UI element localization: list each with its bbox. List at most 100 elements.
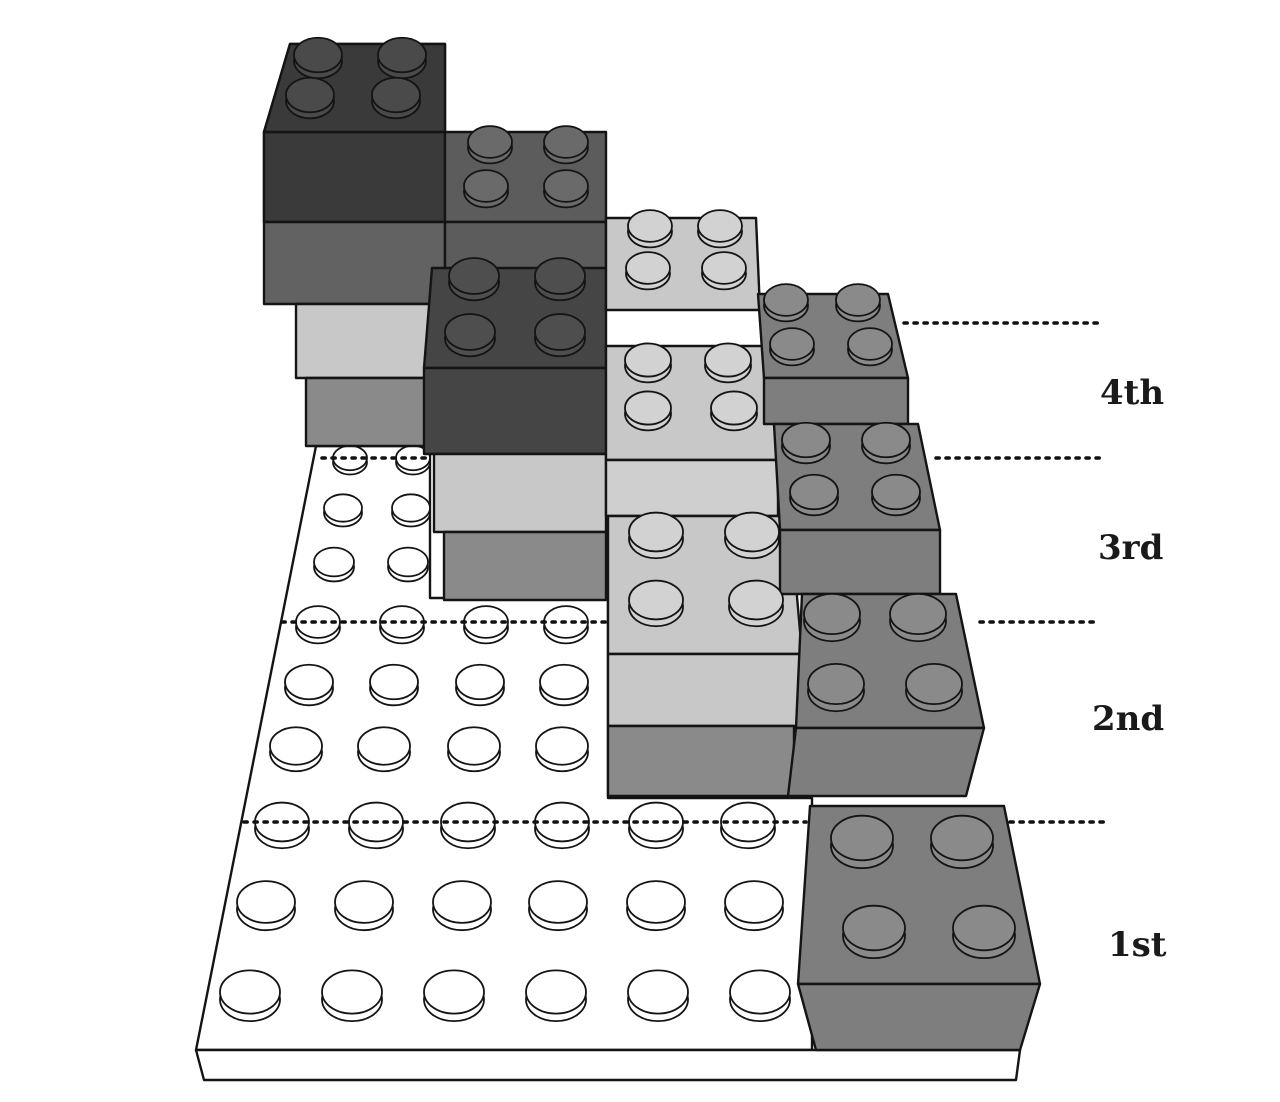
brick-stud bbox=[807, 662, 865, 713]
tier-labels: 4th 3rd 2nd 1st bbox=[1092, 373, 1167, 965]
brick-stud bbox=[543, 125, 589, 165]
baseplate-stud bbox=[254, 801, 310, 850]
tower-top-brick-front bbox=[262, 130, 447, 224]
brick-stud bbox=[830, 814, 894, 870]
tier-label-4th: 4th bbox=[1100, 373, 1164, 413]
brick-stud bbox=[285, 76, 335, 120]
baseplate-front bbox=[194, 1048, 1022, 1082]
baseplate-stud bbox=[295, 605, 341, 645]
baseplate-stud bbox=[357, 726, 411, 773]
brick-stud bbox=[467, 125, 513, 165]
brick-stud bbox=[444, 313, 496, 358]
brick-stud bbox=[628, 579, 684, 628]
baseplate-stud bbox=[628, 801, 684, 850]
col3-low-brick-front bbox=[606, 652, 804, 728]
baseplate-stud bbox=[323, 493, 363, 528]
brick-stud bbox=[871, 473, 921, 517]
tower-light-band bbox=[294, 302, 447, 380]
baseplate-stud bbox=[332, 444, 368, 476]
brick-stud bbox=[861, 421, 911, 465]
baseplate-stud bbox=[334, 880, 394, 932]
baseplate-stud bbox=[379, 605, 425, 645]
brick-stud bbox=[789, 473, 839, 517]
baseplate-studs bbox=[219, 444, 791, 1023]
baseplate-stud bbox=[626, 880, 686, 932]
brick-stud bbox=[701, 251, 747, 291]
brick-stud bbox=[842, 904, 906, 960]
baseplate-stud bbox=[423, 969, 485, 1023]
col3-grey-band bbox=[606, 724, 796, 798]
col3-mid-brick-side bbox=[604, 458, 780, 518]
col4-mid-brick-front bbox=[778, 528, 942, 596]
tower-mid-dark-band bbox=[262, 220, 447, 306]
brick-stud bbox=[377, 36, 427, 80]
brick-stud bbox=[371, 76, 421, 120]
brick-stud bbox=[835, 283, 881, 323]
baseplate-stud bbox=[387, 546, 429, 583]
baseplate-stud bbox=[720, 801, 776, 850]
tier-label-1st: 1st bbox=[1108, 925, 1167, 965]
baseplate-stud bbox=[729, 969, 791, 1023]
col2-light-band bbox=[432, 452, 608, 534]
brick-stud bbox=[952, 904, 1016, 960]
baseplate-stud bbox=[321, 969, 383, 1023]
brick-stud bbox=[625, 251, 671, 291]
brick-stud bbox=[847, 327, 893, 367]
brick-stud bbox=[463, 169, 509, 209]
baseplate-stud bbox=[528, 880, 588, 932]
brick-stud bbox=[803, 592, 861, 643]
col2-grey-band bbox=[442, 530, 608, 602]
baseplate-stud bbox=[447, 726, 501, 773]
brick-stud bbox=[710, 390, 758, 432]
tower-grey-band bbox=[304, 376, 447, 448]
brick-stud bbox=[624, 390, 672, 432]
brick-stud bbox=[448, 257, 500, 302]
baseplate-stud bbox=[313, 546, 355, 583]
baseplate-stud bbox=[391, 493, 431, 528]
brick-stud bbox=[628, 511, 684, 560]
baseplate-stud bbox=[440, 801, 496, 850]
front-brick-front bbox=[796, 982, 1042, 1052]
brick-stud bbox=[724, 511, 780, 560]
baseplate-stud bbox=[455, 663, 505, 707]
brick-stud bbox=[763, 283, 809, 323]
baseplate-stud bbox=[534, 801, 590, 850]
brick-stud bbox=[728, 579, 784, 628]
baseplate-stud bbox=[395, 444, 431, 476]
tier-guides bbox=[242, 321, 1108, 824]
baseplate-stud bbox=[535, 726, 589, 773]
tier-label-2nd: 2nd bbox=[1092, 699, 1164, 739]
baseplate-stud bbox=[539, 663, 589, 707]
col2-dark-brick-front bbox=[422, 366, 608, 456]
brick-stud bbox=[704, 342, 752, 384]
baseplate-stud bbox=[525, 969, 587, 1023]
baseplate-stud bbox=[369, 663, 419, 707]
baseplate-stud bbox=[724, 880, 784, 932]
baseplate-stud bbox=[432, 880, 492, 932]
baseplate-stud bbox=[627, 969, 689, 1023]
baseplate-stud bbox=[348, 801, 404, 850]
baseplate-stud bbox=[284, 663, 334, 707]
tier-label-3rd: 3rd bbox=[1098, 528, 1163, 568]
baseplate-stud bbox=[463, 605, 509, 645]
brick-stud bbox=[889, 592, 947, 643]
brick-stud bbox=[627, 209, 673, 249]
brick-stud bbox=[905, 662, 963, 713]
col4-low-brick-front bbox=[786, 726, 986, 798]
brick-stud bbox=[534, 257, 586, 302]
brick-stud bbox=[697, 209, 743, 249]
brick-stud bbox=[293, 36, 343, 80]
brick-stud bbox=[781, 421, 831, 465]
col4-top-brick-front bbox=[762, 376, 910, 426]
baseplate-stud bbox=[236, 880, 296, 932]
column-two-front bbox=[422, 266, 608, 602]
brick-stud bbox=[930, 814, 994, 870]
brick-stud bbox=[624, 342, 672, 384]
brick-stud bbox=[543, 169, 589, 209]
baseplate-stud bbox=[269, 726, 323, 773]
baseplate-stud bbox=[219, 969, 281, 1023]
brick-stud bbox=[769, 327, 815, 367]
brick-studs bbox=[285, 36, 1016, 960]
baseplate-stud bbox=[543, 605, 589, 645]
